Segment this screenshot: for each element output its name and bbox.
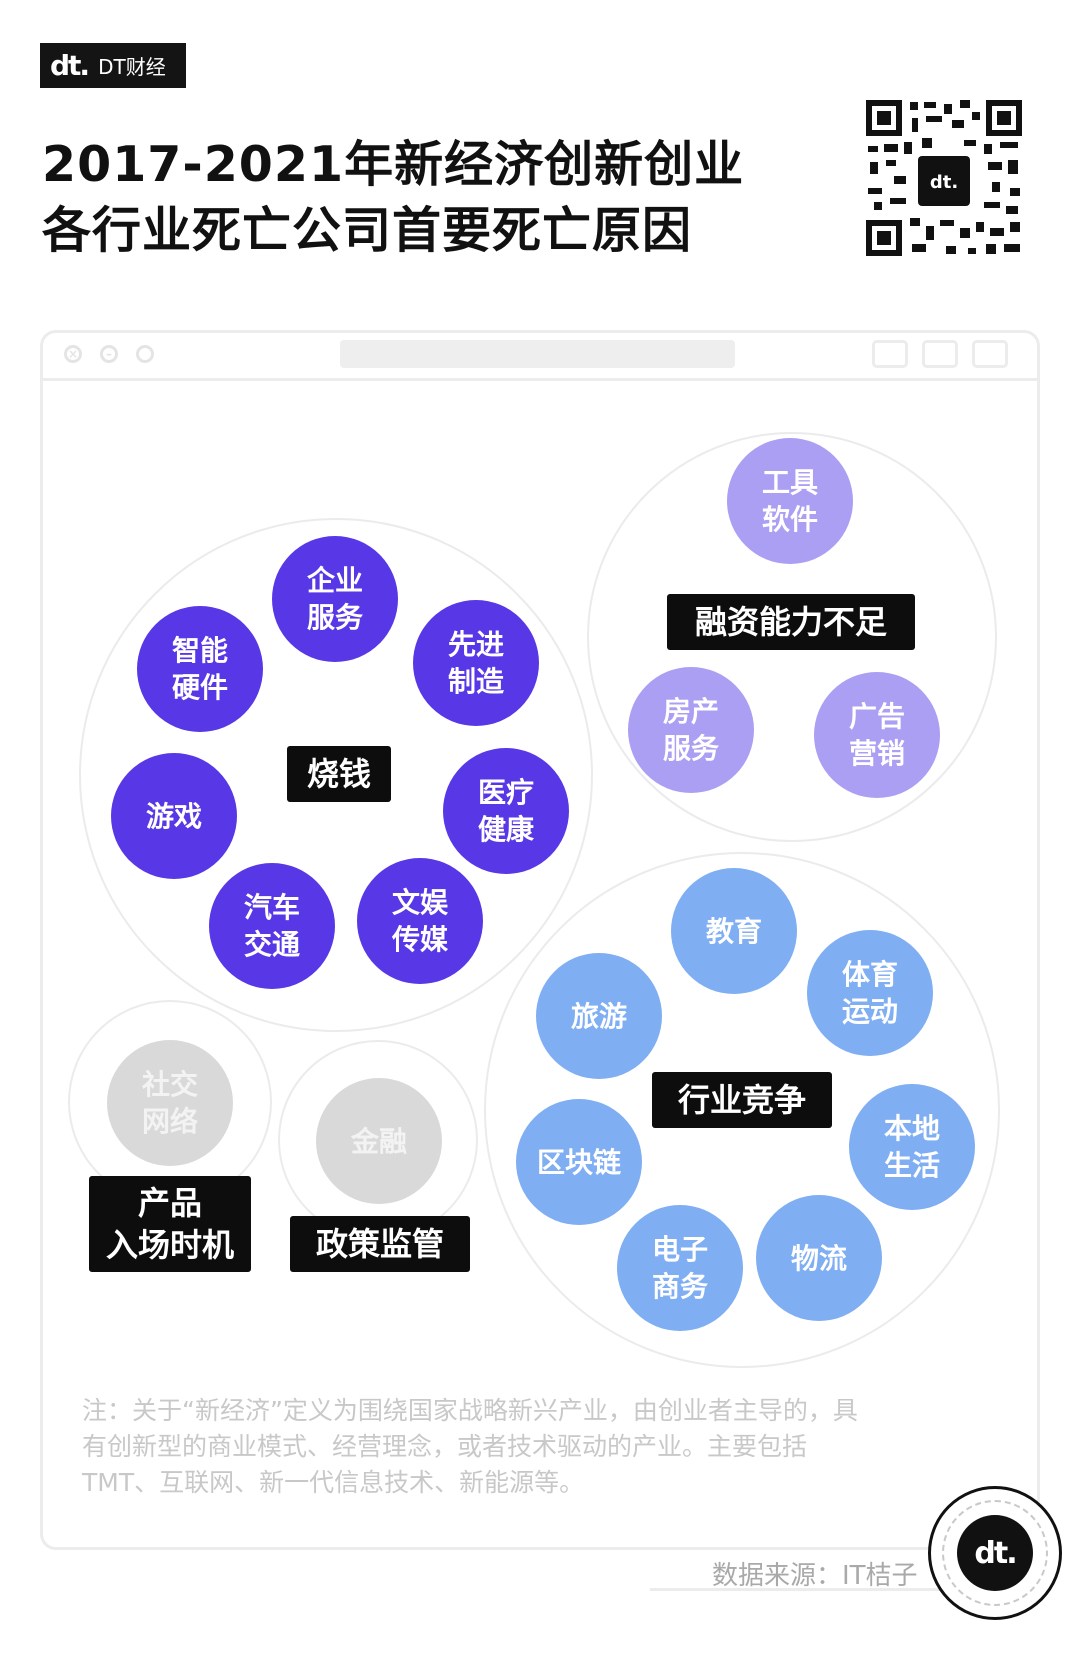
- window-minimize-icon: –: [100, 345, 118, 363]
- bubble-education: 教育: [671, 868, 797, 994]
- bubble-enterprise-services: 企业 服务: [272, 536, 398, 662]
- record-icon: [872, 340, 908, 368]
- group-ring-competition: [484, 852, 1000, 1368]
- address-bar: [340, 340, 735, 368]
- group-ring-financing: [587, 432, 997, 842]
- share-icon: [922, 340, 958, 368]
- group-ring-burn: [79, 518, 593, 1032]
- label-industry-competition: 行业竞争: [652, 1072, 832, 1128]
- source-divider: [650, 1588, 970, 1591]
- bubble-tool-software: 工具 软件: [727, 438, 853, 564]
- logo-name: DT财经: [98, 55, 166, 79]
- windows-icon: [972, 340, 1008, 368]
- badge-inner-ring: [942, 1500, 1048, 1606]
- bubble-travel: 旅游: [536, 953, 662, 1079]
- bubble-blockchain: 区块链: [516, 1099, 642, 1225]
- bubble-social-network: 社交 网络: [107, 1040, 233, 1166]
- bubble-finance: 金融: [316, 1078, 442, 1204]
- bubble-logistics: 物流: [756, 1195, 882, 1321]
- data-source: 数据来源：IT桔子: [712, 1561, 918, 1591]
- bubble-local-life: 本地 生活: [849, 1084, 975, 1210]
- qr-code-icon: dt.: [864, 98, 1024, 258]
- bubble-advanced-manufacturing: 先进 制造: [413, 600, 539, 726]
- bubble-games: 游戏: [111, 753, 237, 879]
- logo-mark: dt.: [50, 49, 90, 82]
- bubble-sports: 体育 运动: [807, 930, 933, 1056]
- label-market-entry-timing: 产品 入场时机: [89, 1176, 251, 1272]
- brand-badge-icon: dt.: [957, 1515, 1033, 1591]
- label-policy-regulation: 政策监管: [290, 1216, 470, 1272]
- bubble-advertising-marketing: 广告 营销: [814, 672, 940, 798]
- bubble-real-estate-services: 房产 服务: [628, 667, 754, 793]
- label-burn-money: 烧钱: [287, 746, 391, 802]
- bubble-entertainment-media: 文娱 传媒: [357, 858, 483, 984]
- title-line-2: 各行业死亡公司首要死亡原因: [42, 202, 693, 259]
- bubble-e-commerce: 电子 商务: [617, 1205, 743, 1331]
- footnote: 注：关于“新经济”定义为围绕国家战略新兴产业，由创业者主导的，具有创新型的商业模…: [82, 1396, 858, 1497]
- title-line-1: 2017-2021年新经济创新创业: [42, 136, 745, 193]
- bubble-smart-hardware: 智能 硬件: [137, 606, 263, 732]
- page-title: 2017-2021年新经济创新创业 各行业死亡公司首要死亡原因: [42, 132, 744, 264]
- bubble-healthcare: 医疗 健康: [443, 748, 569, 874]
- label-insufficient-financing: 融资能力不足: [667, 594, 915, 650]
- window-maximize-icon: [136, 345, 154, 363]
- window-close-icon: ×: [64, 345, 82, 363]
- bubble-automotive-transport: 汽车 交通: [209, 863, 335, 989]
- brand-logo: dt. DT财经: [40, 43, 186, 88]
- svg-text:dt.: dt.: [930, 172, 958, 193]
- frame-toolbar-divider: [43, 378, 1037, 381]
